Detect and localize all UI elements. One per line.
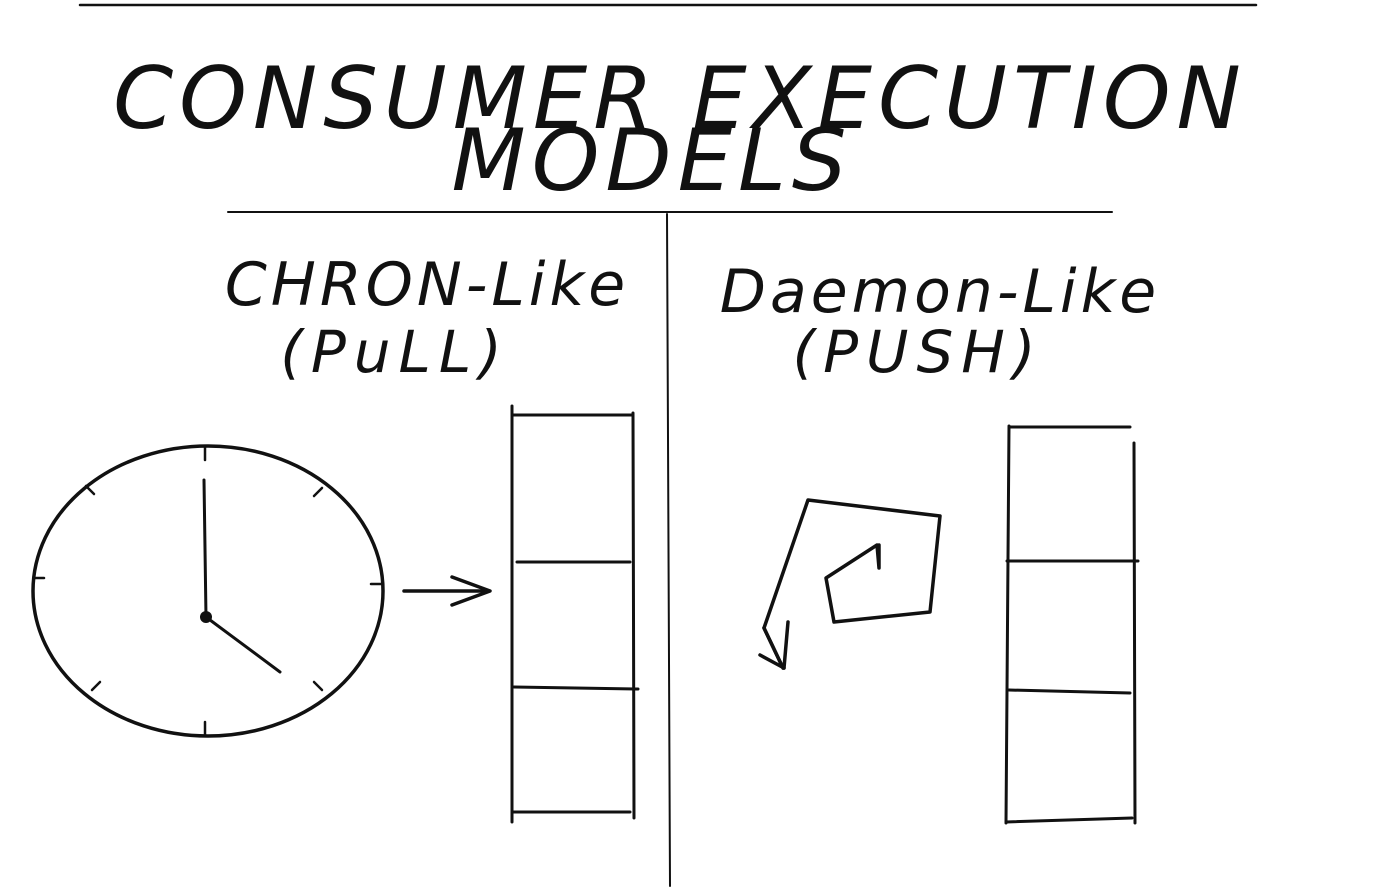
panel-divider-line (666, 213, 671, 887)
left-panel-subheading: (PuLL) (280, 318, 510, 386)
right-queue-stack-icon (1004, 424, 1140, 825)
title-line-2: MODELS (452, 111, 853, 211)
clock-icon (31, 444, 385, 738)
title-line-1: CONSUMER EXECUTION (113, 49, 1247, 149)
spiral-arrow-icon (758, 498, 942, 670)
left-panel: CHRON-Like (PuLL) (31, 250, 640, 824)
right-panel-subheading: (PUSH) (792, 318, 1043, 386)
right-panel: Daemon-Like (PUSH) (720, 257, 1160, 825)
right-panel-heading: Daemon-Like (720, 257, 1160, 327)
left-panel-heading: CHRON-Like (225, 250, 629, 320)
left-queue-stack-icon (510, 404, 640, 824)
arrow-right-icon (402, 575, 492, 607)
